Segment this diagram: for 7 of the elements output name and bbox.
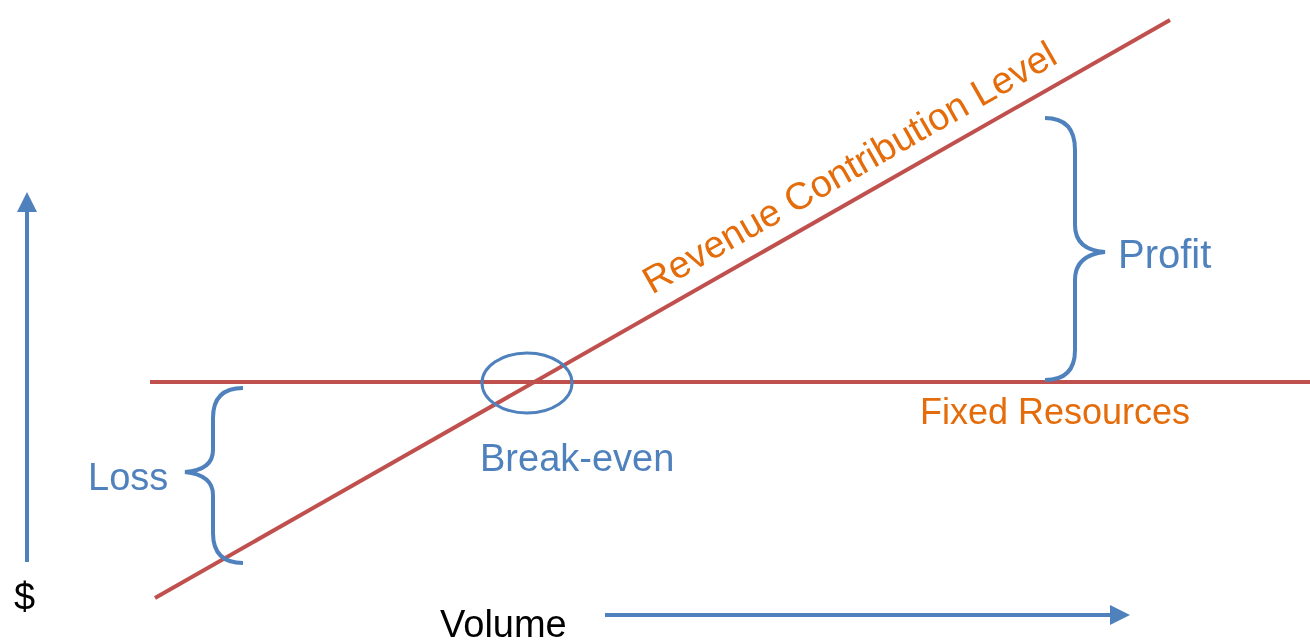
brace-label: Profit [1118, 234, 1212, 274]
line-label: Fixed Resources [920, 394, 1191, 430]
brace-label: Loss [88, 458, 169, 496]
break-even-circle [480, 351, 574, 415]
axis-label: $ [14, 578, 36, 616]
axis-label: Volume [440, 605, 567, 643]
break-even-label: Break-even [480, 439, 675, 477]
